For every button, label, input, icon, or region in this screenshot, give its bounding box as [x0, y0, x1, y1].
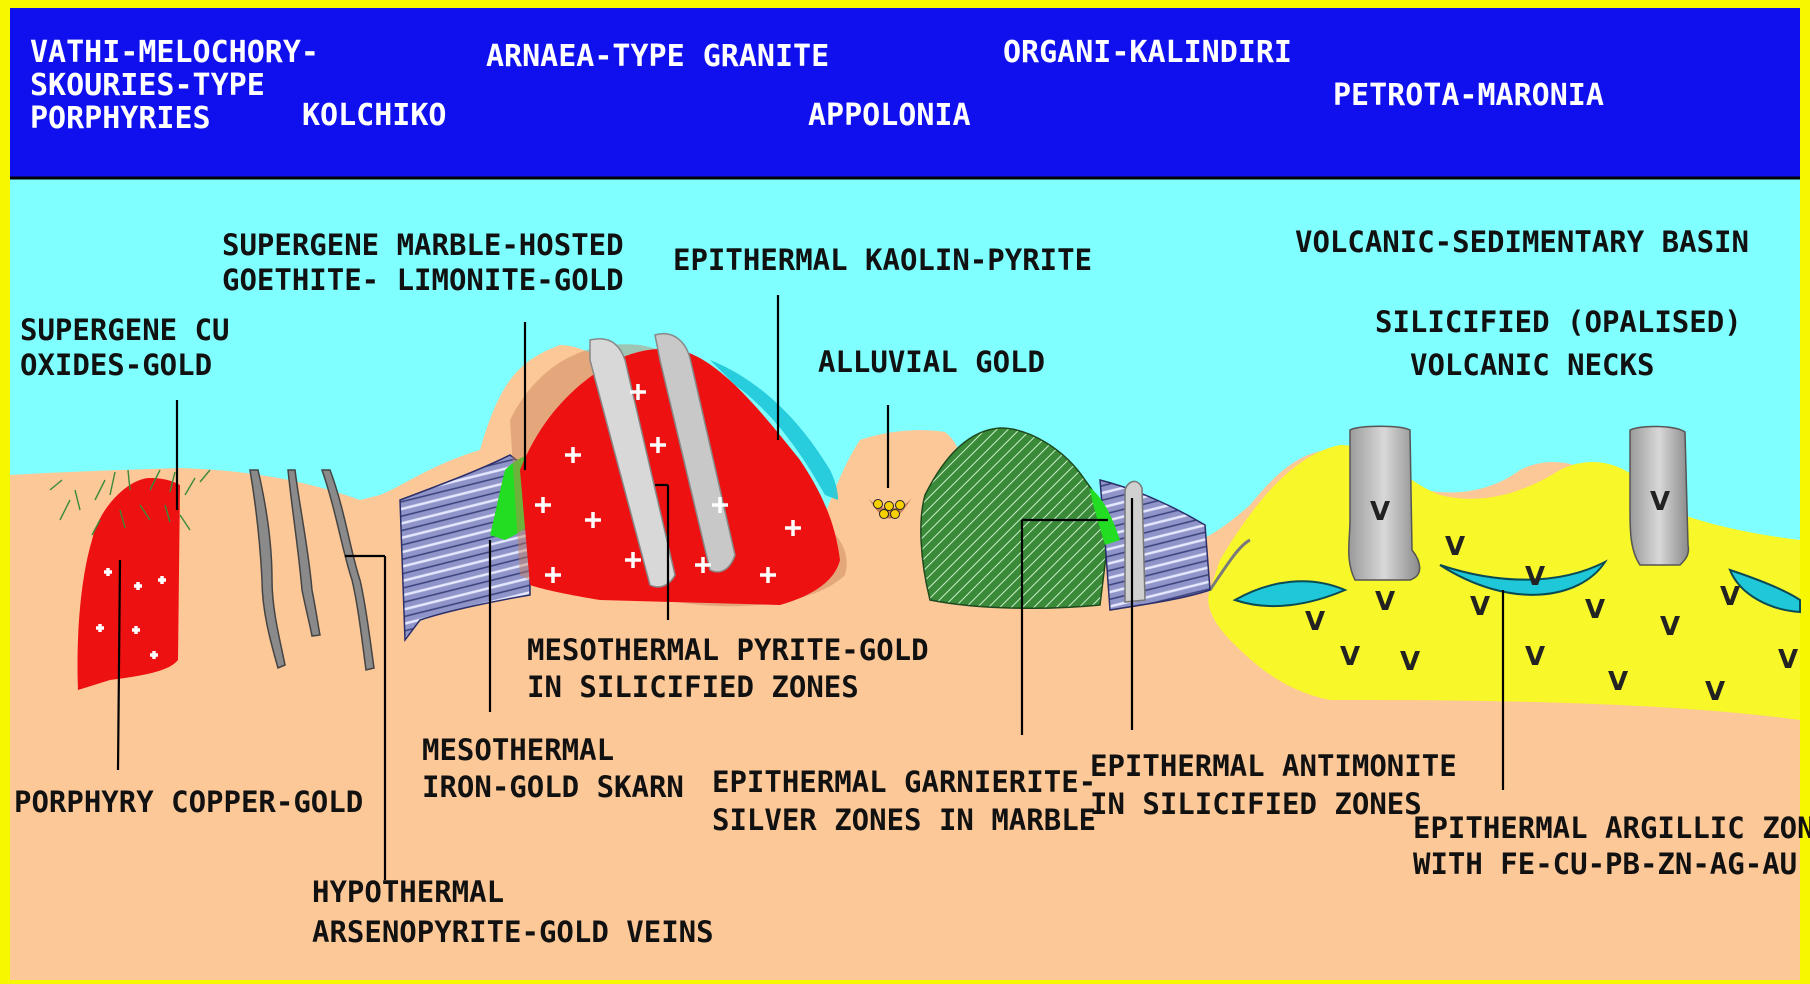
header-kolchiko: KOLCHIKO [302, 98, 447, 133]
label-basin: VOLCANIC-SEDIMENTARY BASIN [1295, 225, 1749, 259]
v-mark: V [1705, 677, 1725, 707]
label-antimonite-2: IN SILICIFIED ZONES [1090, 787, 1422, 821]
antimonite-column [1125, 481, 1145, 602]
label-marble-hosted-2: GOETHITE- LIMONITE-GOLD [222, 263, 624, 297]
v-mark: V [1375, 587, 1395, 617]
label-necks-2: VOLCANIC NECKS [1410, 348, 1654, 382]
header-vathi-line2: SKOURIES-TYPE [30, 68, 265, 103]
header-organi: ORGANI-KALINDIRI [1003, 35, 1292, 70]
v-mark: V [1778, 645, 1798, 675]
v-mark: V [1585, 595, 1605, 625]
label-porphyry: PORPHYRY COPPER-GOLD [14, 785, 363, 819]
label-supergene-cu-1: SUPERGENE CU [20, 313, 230, 347]
label-hypo-2: ARSENOPYRITE-GOLD VEINS [312, 915, 714, 949]
v-mark: V [1650, 487, 1670, 517]
v-mark: V [1608, 667, 1628, 697]
header-arnaea: ARNAEA-TYPE GRANITE [486, 39, 829, 74]
label-alluvial: ALLUVIAL GOLD [818, 345, 1045, 379]
label-garnierite-1: EPITHERMAL GARNIERITE- [712, 765, 1096, 799]
header-petrota: PETROTA-MARONIA [1333, 78, 1604, 113]
label-argillic-2: WITH FE-CU-PB-ZN-AG-AU [1413, 847, 1797, 881]
header-appolonia: APPOLONIA [808, 98, 971, 133]
label-marble-hosted-1: SUPERGENE MARBLE-HOSTED [222, 228, 624, 262]
label-necks-1: SILICIFIED (OPALISED) [1375, 305, 1742, 339]
v-mark: V [1445, 532, 1465, 562]
v-mark: V [1370, 497, 1390, 527]
label-meso-pyrite-1: MESOTHERMAL PYRITE-GOLD [527, 633, 929, 667]
v-mark: V [1340, 642, 1360, 672]
label-kaolin: EPITHERMAL KAOLIN-PYRITE [673, 243, 1092, 277]
v-mark: V [1470, 592, 1490, 622]
label-meso-skarn-1: MESOTHERMAL [422, 733, 614, 767]
label-meso-skarn-2: IRON-GOLD SKARN [422, 770, 684, 804]
v-mark: V [1660, 612, 1680, 642]
label-supergene-cu-2: OXIDES-GOLD [20, 348, 212, 382]
label-garnierite-2: SILVER ZONES IN MARBLE [712, 803, 1096, 837]
label-argillic-1: EPITHERMAL ARGILLIC ZONES [1413, 811, 1810, 845]
header-vathi-line1: VATHI-MELOCHORY- [30, 35, 319, 70]
header-vathi-line3: PORPHYRIES [30, 101, 211, 136]
v-mark: V [1720, 582, 1740, 612]
v-mark: V [1525, 562, 1545, 592]
label-antimonite-1: EPITHERMAL ANTIMONITE [1090, 749, 1457, 783]
v-mark: V [1305, 607, 1325, 637]
v-mark: V [1525, 642, 1545, 672]
label-meso-pyrite-2: IN SILICIFIED ZONES [527, 670, 859, 704]
label-hypo-1: HYPOTHERMAL [312, 875, 504, 909]
v-mark: V [1400, 647, 1420, 677]
